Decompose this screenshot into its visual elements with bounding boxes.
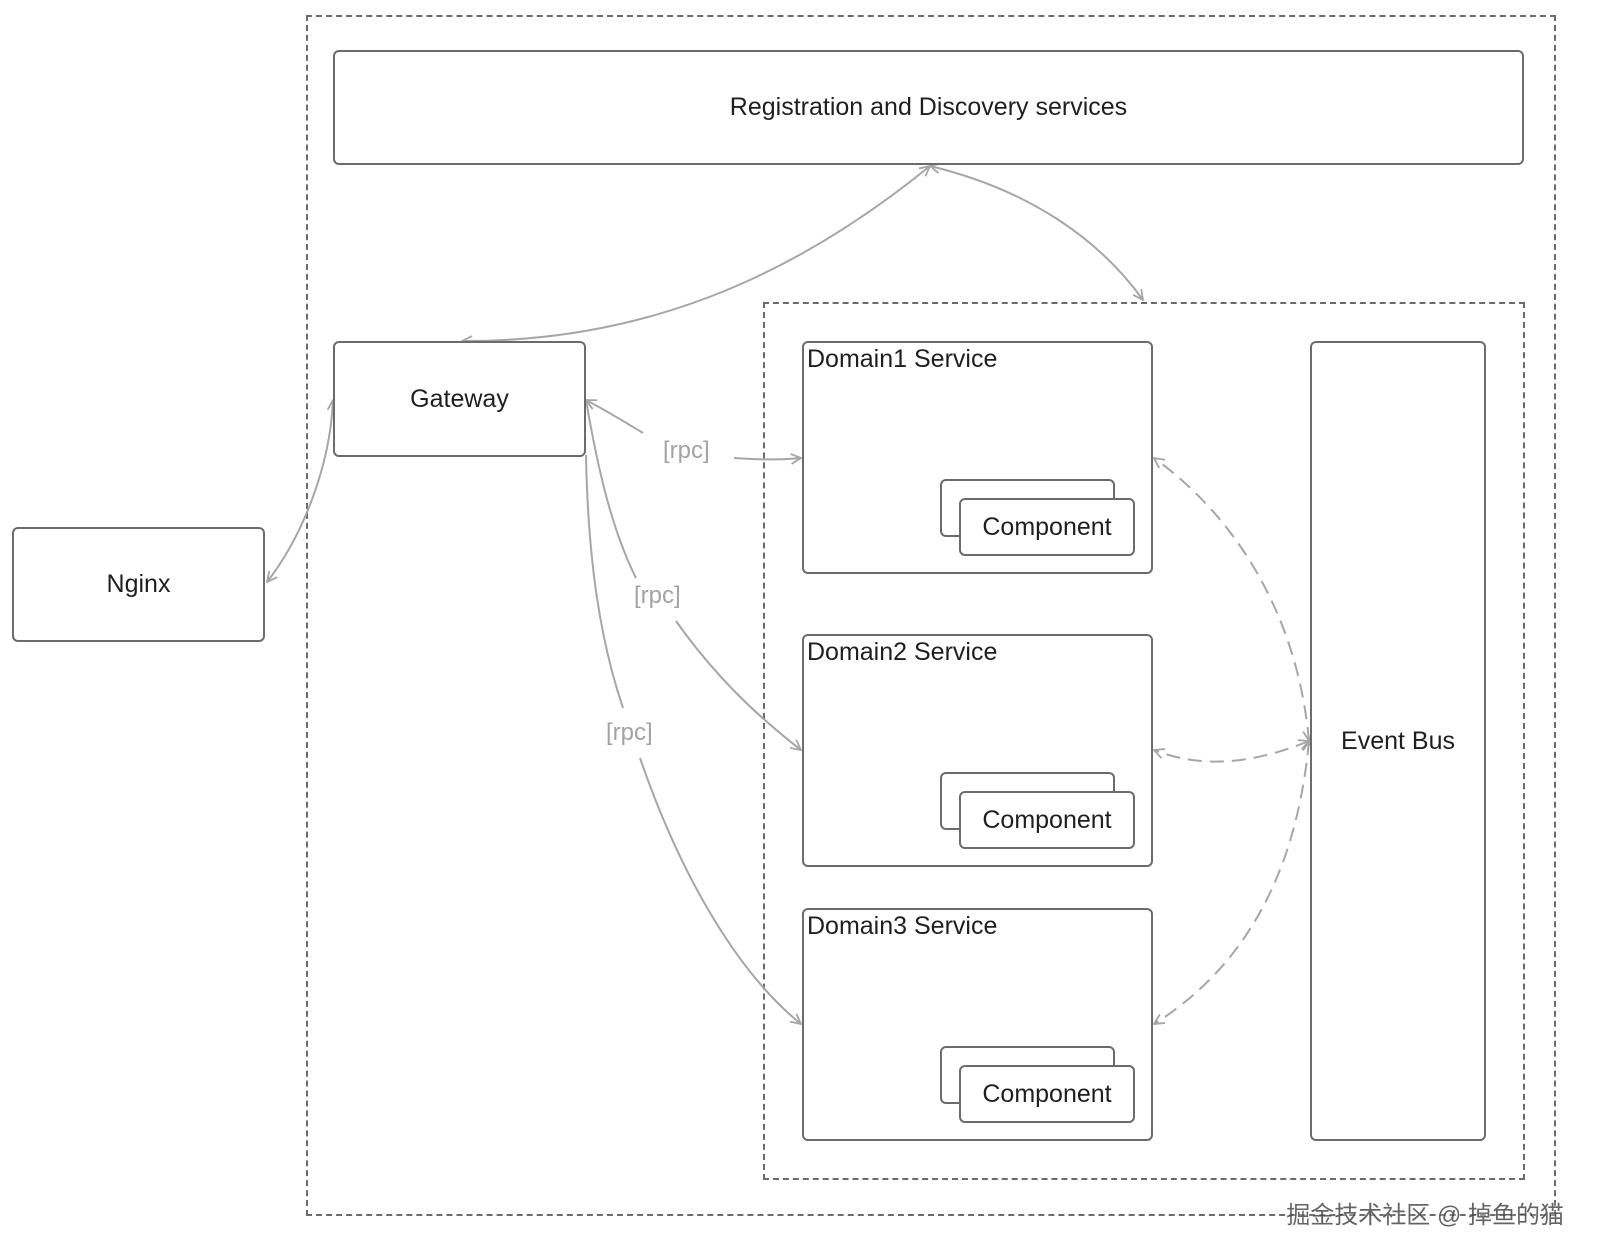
edge-nginx-gateway xyxy=(267,400,333,582)
edge-gateway-domain2-b xyxy=(675,620,801,750)
registry-node: Registration and Discovery services xyxy=(333,50,1524,165)
edge-gateway-domain3-b xyxy=(639,757,801,1024)
component-label: Component xyxy=(982,805,1112,834)
domain2-service-node: Domain2 Service Component xyxy=(802,634,1153,867)
domain1-service-title: Domain1 Service xyxy=(807,345,998,373)
domain2-component: Component xyxy=(959,791,1135,849)
edge-gateway-registry xyxy=(462,166,930,341)
event-bus-label: Event Bus xyxy=(1341,726,1455,755)
nginx-label: Nginx xyxy=(106,570,171,598)
edge-gateway-domain3-a xyxy=(585,454,624,709)
component-label: Component xyxy=(982,512,1112,541)
system-boundary xyxy=(306,15,1556,1216)
gateway-node: Gateway xyxy=(333,341,586,457)
component-label: Component xyxy=(982,1079,1112,1108)
domain3-service-node: Domain3 Service Component xyxy=(802,908,1153,1141)
edge-eventbus-domain3 xyxy=(1154,741,1309,1024)
watermark-text: 掘金技术社区 @ 掉鱼的猫 xyxy=(1286,1202,1564,1229)
registry-label: Registration and Discovery services xyxy=(729,93,1128,121)
domain3-component: Component xyxy=(959,1065,1135,1123)
edge-gateway-domain1-a xyxy=(586,400,644,434)
edge-registry-services xyxy=(930,166,1143,300)
nginx-node: Nginx xyxy=(12,527,265,642)
edge-eventbus-domain2 xyxy=(1154,741,1309,763)
gateway-label: Gateway xyxy=(410,384,509,413)
domain2-service-title: Domain2 Service xyxy=(807,638,998,666)
rpc-label-domain2: [rpc] xyxy=(632,582,683,610)
edge-gateway-domain2-a xyxy=(586,400,637,579)
edge-eventbus-domain1 xyxy=(1154,458,1309,741)
domain3-service-title: Domain3 Service xyxy=(807,912,998,940)
services-boundary xyxy=(763,302,1525,1180)
event-bus-node: Event Bus xyxy=(1310,341,1486,1141)
edge-gateway-domain1-b xyxy=(733,458,801,460)
domain1-service-node: Domain1 Service Component xyxy=(802,341,1153,574)
domain1-component: Component xyxy=(959,498,1135,556)
rpc-label-domain3: [rpc] xyxy=(604,719,655,747)
rpc-label-domain1: [rpc] xyxy=(661,437,712,465)
